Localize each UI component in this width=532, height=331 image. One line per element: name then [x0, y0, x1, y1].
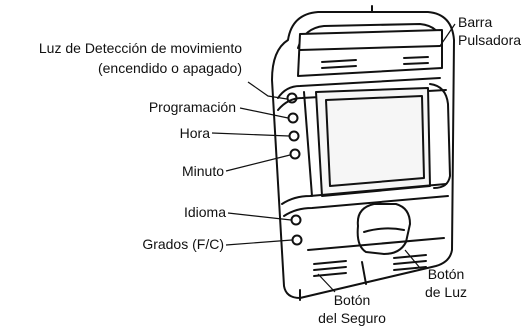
label-degrees: Grados (F/C): [142, 236, 224, 252]
label-language: Idioma: [183, 204, 226, 220]
label-programming: Programación: [148, 99, 236, 115]
leader-motion-light: [247, 81, 288, 100]
press-bar: [297, 29, 443, 77]
label-lock-button-line1: Botón: [333, 292, 371, 308]
button-degrees: [291, 234, 303, 246]
label-press-bar-line2: Pulsadora: [458, 32, 522, 48]
label-light-button-line1: Botón: [427, 266, 465, 282]
leader-hour: [211, 132, 290, 137]
leader-programming: [239, 107, 289, 119]
label-motion-light-line2: (encendido o apagado): [97, 60, 242, 76]
button-motion-light: [286, 92, 298, 104]
button-hour: [288, 130, 300, 142]
leader-light-button: [404, 249, 421, 269]
label-press-bar-line1: Barra: [458, 14, 493, 30]
label-lock-button-line2: del Seguro: [318, 310, 386, 326]
button-programming: [287, 112, 299, 124]
leader-language: [227, 212, 292, 221]
label-minute: Minuto: [181, 163, 224, 179]
button-minute: [289, 148, 301, 160]
leader-press-bar: [439, 23, 456, 47]
label-motion-light-line1: Luz de Detección de movimiento: [38, 40, 242, 56]
button-language: [290, 214, 302, 226]
leader-lock-button: [317, 273, 336, 293]
label-light-button-line2: de Luz: [424, 284, 468, 300]
leader-degrees: [225, 239, 293, 246]
label-hour: Hora: [179, 125, 210, 141]
leader-minute: [225, 154, 291, 172]
